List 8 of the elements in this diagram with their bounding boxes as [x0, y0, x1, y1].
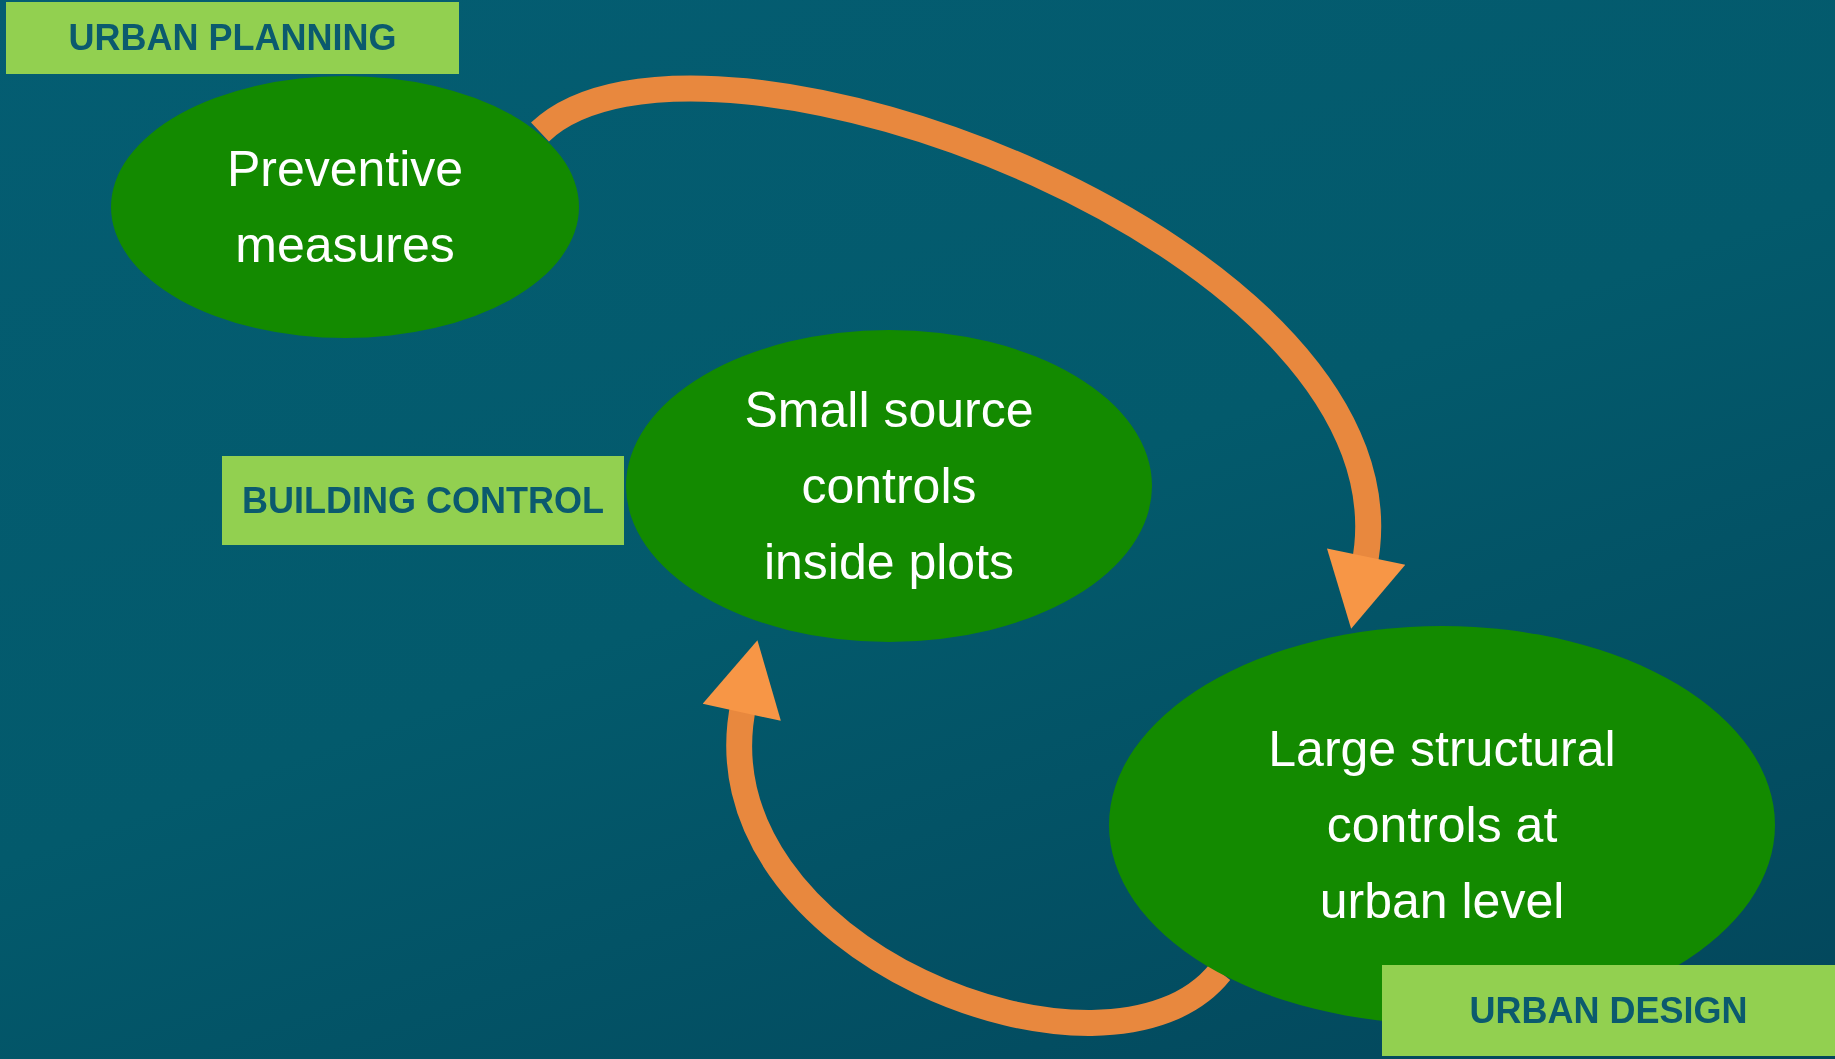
node-text: Preventive measures	[225, 140, 465, 275]
category-label: URBAN PLANNING	[6, 2, 459, 74]
node-text: Small source controls inside plots	[743, 381, 1035, 592]
category-label: BUILDING CONTROL	[222, 456, 624, 545]
curved-arrow	[533, 76, 1405, 631]
node-text: Large structural controls at urban level	[1267, 720, 1617, 931]
curved-arrow	[703, 639, 1229, 1036]
category-label: URBAN DESIGN	[1382, 965, 1835, 1056]
